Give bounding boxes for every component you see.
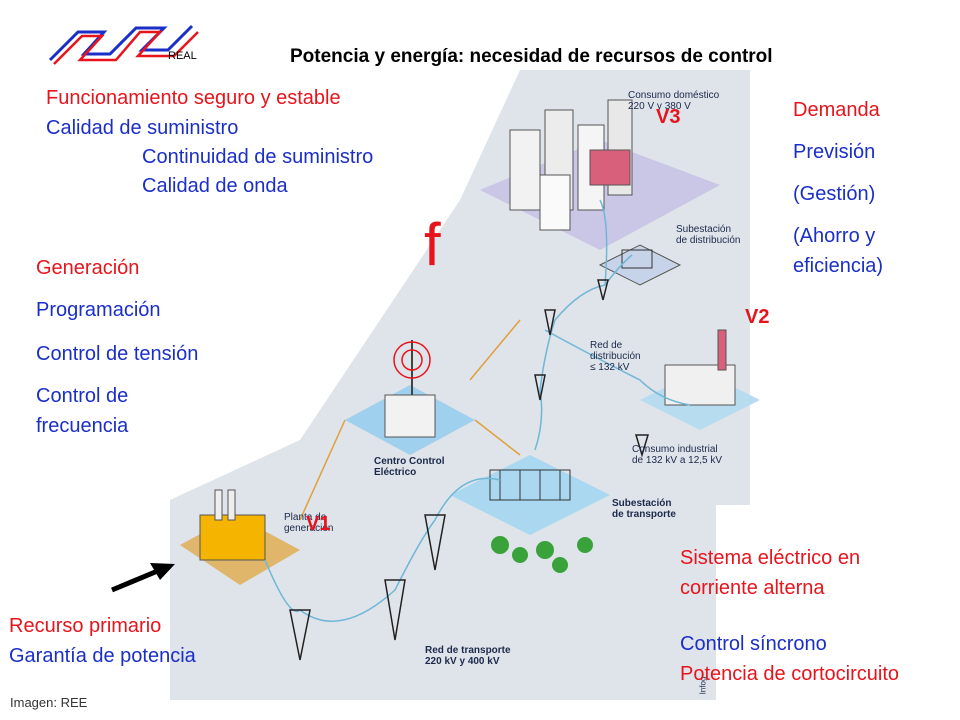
label-line: de transporte (612, 509, 676, 520)
label-consumo-industrial: Consumo industrial de 132 kV a 12,5 kV (632, 444, 722, 466)
voltage-v1: V1 (306, 513, 331, 535)
label-line: Subestación (612, 498, 672, 509)
text-corriente-alterna: corriente alterna (680, 577, 825, 599)
text-control-sincrono: Control síncrono (680, 633, 827, 655)
label-line: Subestación (676, 224, 732, 235)
frequency-symbol: f (424, 211, 441, 278)
label-subestacion-distribucion: Subestación de distribución (676, 224, 740, 246)
label-line: 220 kV y 400 kV (425, 656, 500, 667)
label-line: de 132 kV a 12,5 kV (632, 455, 723, 466)
page-title: Potencia y energía: necesidad de recurso… (290, 46, 773, 67)
logo: REAL (44, 20, 224, 70)
list-item-eficiencia: eficiencia) (793, 255, 884, 277)
residential-buildings (509, 99, 633, 231)
label-line: Red de (590, 340, 623, 351)
label-line: Consumo industrial (632, 444, 718, 455)
list-item-generacion: Generación (36, 257, 140, 279)
list-item-frecuencia: frecuencia (36, 415, 129, 437)
text-calidad-onda: Calidad de onda (142, 175, 288, 197)
label-centro-control: Centro Control Eléctrico (374, 456, 445, 478)
signal-arrows (299, 319, 521, 521)
pylons (289, 279, 650, 661)
label-consumo-domestico: Consumo doméstico 220 V y 380 V (628, 90, 719, 112)
label-line: de distribución (676, 235, 741, 246)
image-credit: Imagen: REE (10, 695, 88, 710)
label-line: distribución (590, 351, 641, 362)
list-item-programacion: Programación (36, 299, 161, 321)
logo-text: REAL (168, 50, 197, 62)
primary-resource-arrow (111, 567, 161, 593)
trees (491, 536, 593, 573)
text-recurso-primario: Recurso primario (9, 615, 162, 637)
text-continuidad: Continuidad de suministro (142, 146, 374, 168)
logo-mark (48, 24, 199, 65)
label-line: Eléctrico (374, 467, 417, 478)
label-line: ≤ 132 kV (590, 362, 630, 373)
label-line: Consumo doméstico (628, 90, 720, 101)
text-garantia-potencia: Garantía de potencia (9, 645, 196, 667)
label-subestacion-transporte: Subestación de transporte (612, 498, 676, 520)
label-red-transporte: Red de transporte 220 kV y 400 kV (425, 645, 511, 667)
list-item-gestion: (Gestión) (793, 183, 876, 205)
text-calidad-suministro: Calidad de suministro (46, 117, 239, 139)
text-funcionamiento: Funcionamiento seguro y estable (46, 87, 341, 109)
label-line: generación (284, 523, 334, 534)
label-line: Centro Control (374, 456, 445, 467)
plant-building (199, 489, 266, 561)
factory-shape (664, 329, 736, 406)
text-sistema-electrico: Sistema eléctrico en (680, 547, 861, 569)
list-item-control-tension: Control de tensión (36, 343, 199, 365)
list-item-demanda: Demanda (793, 99, 880, 121)
label-red-distribucion: Red de distribución ≤ 132 kV (590, 340, 641, 373)
label-line: 220 V y 380 V (628, 101, 691, 112)
voltage-v3: V3 (656, 106, 681, 128)
label-line: Planta de (284, 512, 327, 523)
text-potencia-cortocircuito: Potencia de cortocircuito (680, 663, 900, 685)
voltage-v2: V2 (745, 306, 770, 328)
list-item-control-de: Control de (36, 385, 129, 407)
label-line: Red de transporte (425, 645, 511, 656)
label-planta-generacion: Planta de generación (284, 512, 333, 534)
distribution-substation-shape (598, 244, 682, 286)
list-item-prevision: Previsión (793, 141, 876, 163)
list-item-ahorro: (Ahorro y (793, 225, 876, 247)
